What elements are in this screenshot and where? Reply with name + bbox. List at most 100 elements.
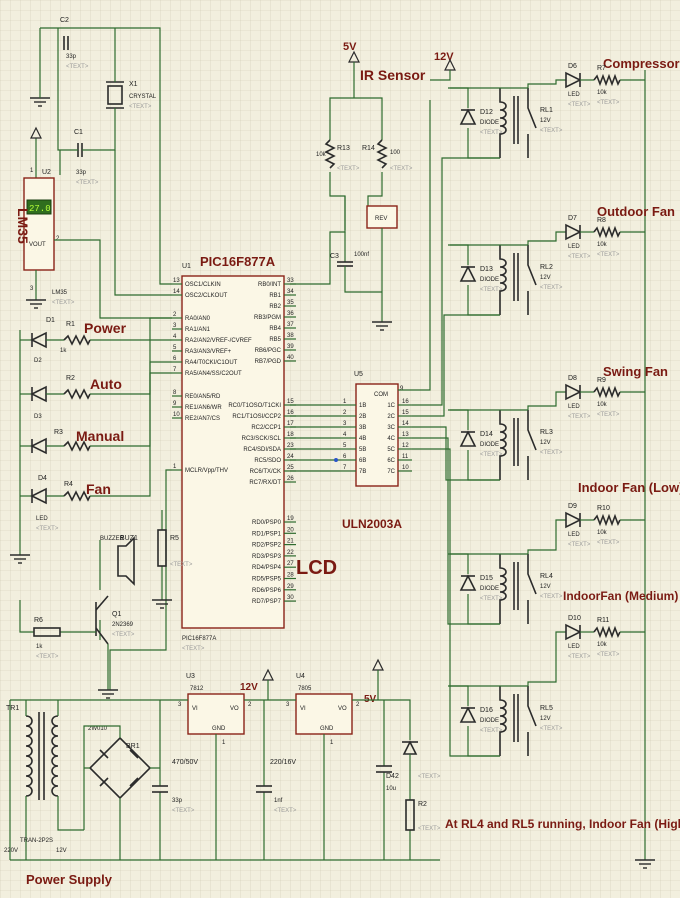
r3-ref: R3 (54, 429, 63, 436)
r9-ref: R9 (597, 377, 606, 384)
d4-ref: D4 (38, 475, 47, 482)
uln-label: ULN2003A (342, 517, 402, 531)
lm35-text-tag: <TEXT> (52, 300, 75, 306)
u3-vi: VI (192, 706, 198, 712)
d8-text-tag: <TEXT> (568, 414, 591, 420)
relay-coil (499, 410, 507, 480)
relay-contact (527, 554, 537, 624)
ground-symbol-r5 (152, 599, 172, 609)
mcu-right-pin-number: 35 (287, 300, 294, 306)
rl4-ref: RL4 (540, 573, 553, 580)
load-led-symbol (565, 383, 582, 401)
load-resistor (593, 225, 621, 239)
lm35-pin2: 2 (56, 236, 60, 242)
d42-ref: D42 (386, 773, 399, 780)
uln-output-pin-number: 16 (402, 399, 409, 405)
load-resistor (593, 625, 621, 639)
c3-ref: C3 (330, 253, 339, 260)
u3-part: 7812 (190, 686, 204, 692)
mcu-right-pin-name: RB7/PGD (255, 359, 282, 365)
r4-ref: R4 (64, 481, 73, 488)
mcu-right-pin-name: RD2/PSP2 (252, 543, 282, 549)
rl3-text-tag: <TEXT> (540, 450, 563, 456)
relay-section: 12V D12DIODE<TEXT>RL112V<TEXT>D13DIODE<T… (412, 51, 563, 757)
mcu-right-pin-name: RD0/PSP0 (252, 520, 282, 526)
r13-text-tag: <TEXT> (337, 166, 360, 172)
outdoor-fan-label: Outdoor Fan (597, 204, 675, 219)
mcu-right-pin-number: 21 (287, 539, 294, 545)
rl2-text-tag: <TEXT> (540, 285, 563, 291)
mcu-right-pin-number: 24 (287, 454, 294, 460)
transformer-out-voltage: 12V (56, 848, 67, 854)
mcu-right-pin-number: 39 (287, 344, 294, 350)
x1-text-tag: <TEXT> (129, 104, 152, 110)
d14-ref: D14 (480, 431, 493, 438)
oscillator-section: C2 33p <TEXT> C1 33p <TEXT> X1 CRYSTAL <… (30, 17, 172, 296)
r14-ref: R14 (362, 145, 375, 152)
uln-output-pin-number: 15 (402, 410, 409, 416)
r13-value: 10k (316, 152, 327, 158)
d16-ref: D16 (480, 707, 493, 714)
mcu-right-pin-number: 28 (287, 573, 294, 579)
x1-value: CRYSTAL (129, 94, 157, 100)
mcu-left-pin-name: RA2/AN2/VREF-/CVREF (185, 338, 252, 344)
d13-ref: D13 (480, 266, 493, 273)
d14-text-tag: <TEXT> (480, 452, 503, 458)
power-supply-label: Power Supply (26, 872, 113, 887)
uln-output-pin-name: 7C (387, 469, 395, 475)
lm35-body (23, 177, 55, 271)
lm35-sensor: 27.0 VOUT 1 2 3 U2 LM35 LM35 <TEXT> (15, 126, 172, 319)
cap2-sub: 1nf (274, 798, 283, 804)
mcu-right-pin-name: RD5/PSP5 (252, 577, 282, 583)
uln-input-pin-name: 3B (359, 425, 366, 431)
uln-output-pin-name: 5C (387, 447, 395, 453)
d6-ref: D6 (568, 63, 577, 70)
ground-symbol-loads (635, 859, 655, 869)
r8-ref: R8 (597, 217, 606, 224)
uln-output-pin-number: 12 (402, 443, 409, 449)
r2-supply-text-tag-b: <TEXT> (418, 826, 441, 832)
r11-ref: R11 (597, 617, 609, 624)
ground-symbol-buzzer (98, 689, 118, 699)
power-label: Power (84, 320, 127, 336)
r14-value: 100 (390, 150, 401, 156)
mcu-right-pin-name: RB3/PGM (254, 315, 281, 321)
mcu-left-pin-number: 10 (173, 412, 180, 418)
uln-output-pin-number: 10 (402, 465, 409, 471)
lm35-part: LM35 (52, 290, 68, 296)
mcu-right-pin-number: 34 (287, 289, 294, 295)
r6-value: 1k (36, 644, 43, 650)
u3-vo: VO (230, 706, 239, 712)
u4-vi: VI (300, 706, 306, 712)
c1-text-tag: <TEXT> (76, 180, 99, 186)
mcu-right-pin-name: RC7/RX/DT (249, 480, 281, 486)
indicator-resistor (63, 490, 91, 502)
r5-text-tag: <TEXT> (170, 562, 193, 568)
d10-text-tag: <TEXT> (568, 654, 591, 660)
mcu-right-pin-name: RB4 (269, 326, 281, 332)
indicator-resistor (63, 388, 91, 400)
u4-pin-gnd: 1 (330, 740, 334, 746)
uln-output-pin-name: 2C (387, 414, 395, 420)
flyback-diode-symbol (459, 265, 477, 282)
mcu-right-pin-name: RC4/SDI/SDA (243, 447, 281, 453)
rl1-voltage: 12V (540, 118, 551, 124)
mcu-right-pin-name: RD4/PSP4 (252, 565, 282, 571)
q1-text-tag: <TEXT> (112, 632, 135, 638)
d12-text-tag: <TEXT> (480, 130, 503, 136)
power-supply-section: TR1 TRAN-2P2S 220V 12V Power Supply BR1 … (4, 658, 441, 887)
r13-resistor (324, 139, 336, 169)
u3-ref: U3 (186, 673, 195, 680)
d15-text-tag: <TEXT> (480, 596, 503, 602)
bridge-part: 2W010 (88, 726, 108, 732)
load-led-symbol (565, 511, 582, 529)
relay-contact (527, 686, 537, 756)
indoor-fan-high-note: At RL4 and RL5 running, Indoor Fan (High… (445, 817, 680, 831)
br1-ref: BR1 (126, 743, 140, 750)
relay-12v-label: 12V (434, 51, 454, 63)
q1-part: 2N2369 (112, 622, 134, 628)
mcu-right-pin-name: RB1 (269, 293, 281, 299)
u3-regulator-body (187, 693, 245, 735)
